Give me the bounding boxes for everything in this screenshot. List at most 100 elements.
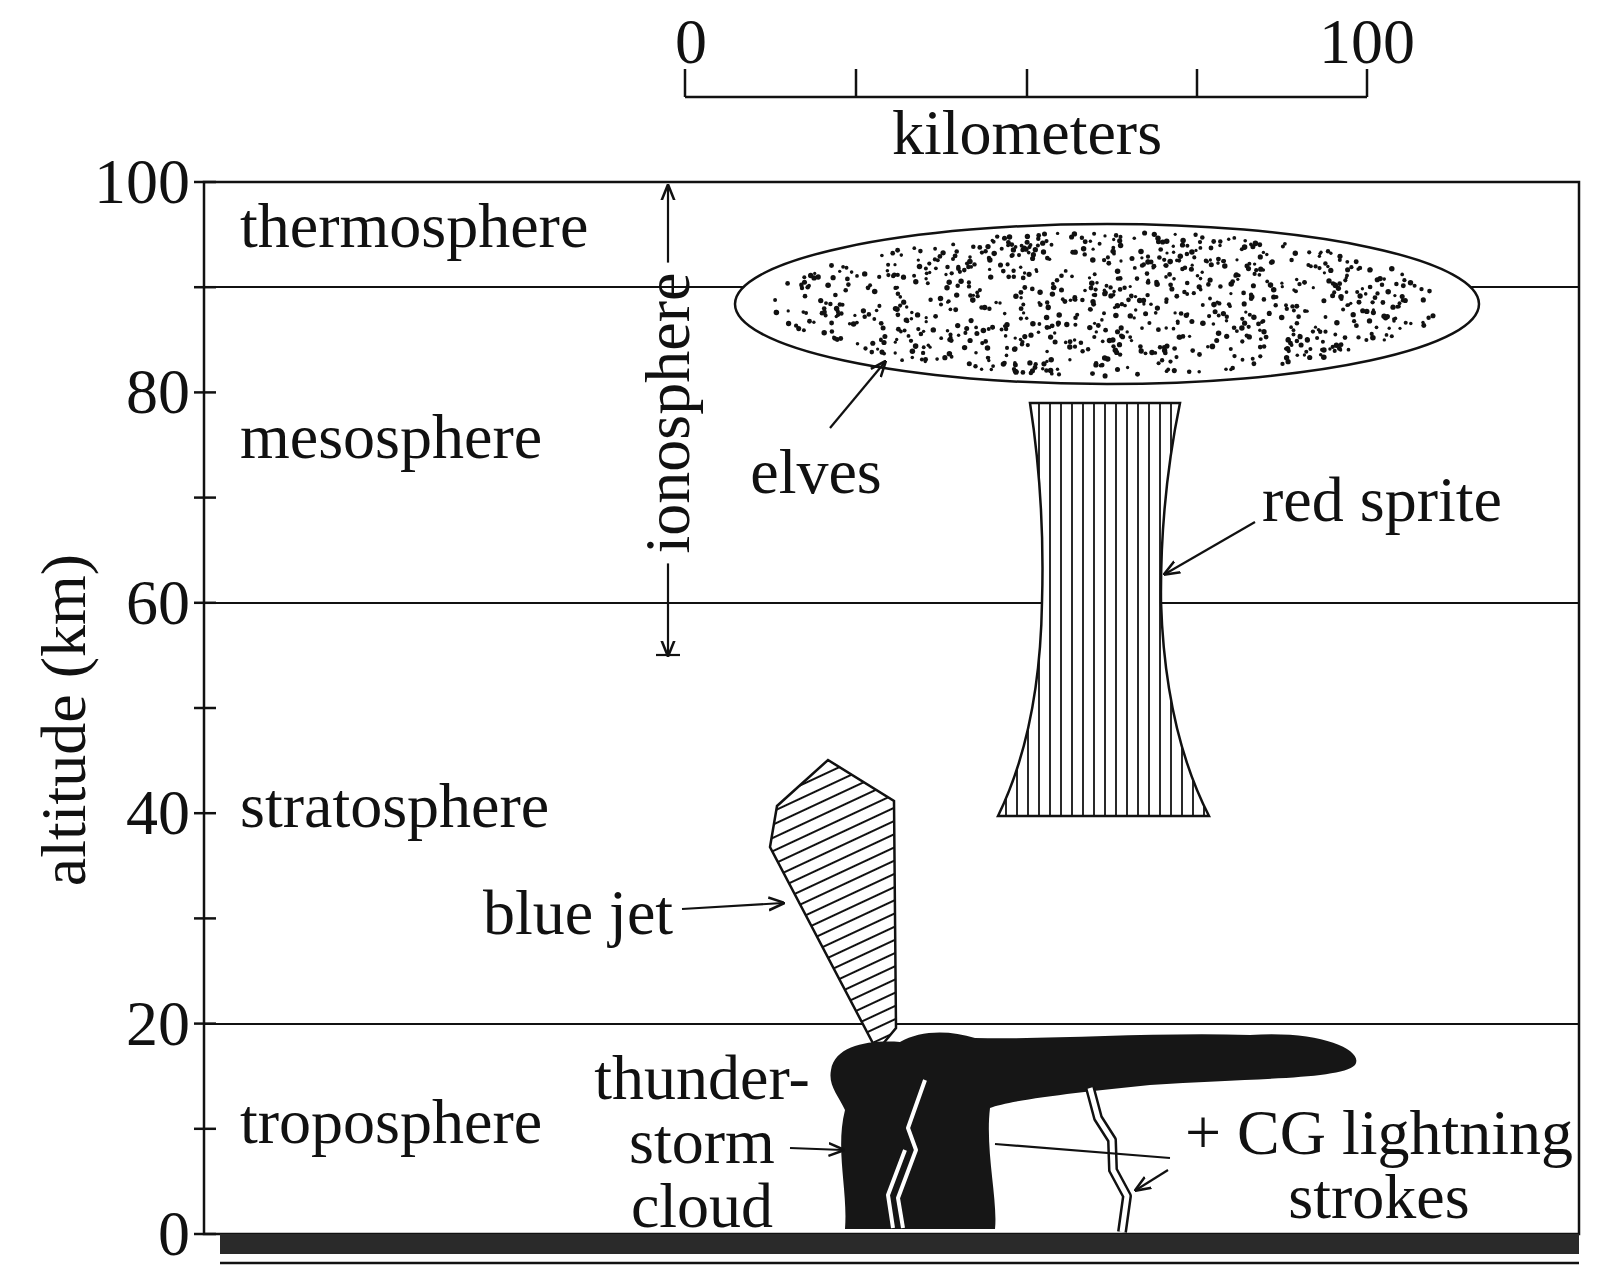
elves-dot [877, 304, 881, 308]
elves-dot [1114, 233, 1119, 238]
scale-tick [1196, 69, 1199, 97]
elves-dot [1005, 354, 1009, 358]
elves-dot [917, 258, 920, 261]
elves-dot [1189, 267, 1194, 272]
elves-dot [1400, 273, 1404, 277]
elves-dot [1158, 345, 1162, 349]
elves-dot [1304, 350, 1308, 354]
elves-dot [836, 312, 840, 316]
elves-dot [971, 245, 976, 250]
elves-dot [1351, 312, 1356, 317]
elves-dot [1281, 285, 1284, 288]
elves-dot [968, 255, 972, 259]
elves-dot [1184, 313, 1189, 318]
elves-dot [1056, 368, 1059, 371]
elves-dot [1126, 297, 1131, 302]
altitude-number: 80 [126, 355, 190, 429]
elves-dot [1093, 272, 1097, 276]
elves-dot [1421, 297, 1426, 302]
elves-dot [835, 337, 840, 342]
elves-dot [1059, 273, 1064, 278]
elves-dot [1096, 323, 1101, 328]
elves-dot [1095, 330, 1098, 333]
elves-dot [855, 274, 859, 278]
elves-dot [1241, 358, 1245, 362]
elves-dot [1012, 346, 1017, 351]
elves-dot [967, 284, 971, 288]
elves-dot [1123, 304, 1127, 308]
elves-dot [995, 234, 999, 238]
elves-dot [924, 360, 927, 363]
elves-dot [1108, 285, 1112, 289]
elves-dot [1142, 262, 1146, 266]
elves-dot [1430, 313, 1435, 318]
boundary-line [204, 602, 1579, 604]
elves-dot [1128, 313, 1133, 318]
elves-dot [1021, 276, 1026, 281]
elves-dot [990, 368, 993, 371]
elves-dot [1151, 264, 1156, 269]
elves-dot [913, 279, 918, 284]
elves-dot [1006, 262, 1010, 266]
elves-dot [1262, 344, 1266, 348]
elves-dot [1193, 233, 1197, 237]
elves-dot [1284, 355, 1289, 360]
elves-dot [1189, 249, 1195, 255]
elves-dot [998, 262, 1003, 267]
elves-dot [1083, 289, 1087, 293]
elves-dot [845, 266, 849, 270]
elves-dot [1021, 303, 1025, 307]
elves-dot [1073, 323, 1077, 327]
elves-dot [1375, 291, 1379, 295]
elves-dot [1244, 310, 1247, 313]
elves-dot [1154, 282, 1160, 288]
elves-dot [1345, 303, 1349, 307]
elves-dot [1187, 369, 1192, 374]
elves-dot [983, 339, 988, 344]
elves-dot [1338, 258, 1342, 262]
elves-dot [944, 273, 947, 276]
elves-dot [818, 298, 823, 303]
elves-dot [1289, 258, 1293, 262]
elves-dot [1149, 260, 1154, 265]
elves-dot [1147, 279, 1150, 282]
elves-dot [1000, 328, 1004, 332]
elves-dot [1326, 265, 1329, 268]
elves-dot [931, 327, 936, 332]
elves-dot [1145, 271, 1150, 276]
altitude-number: 60 [126, 566, 190, 640]
elves-dot [879, 321, 884, 326]
elves-dot [1167, 259, 1173, 265]
elves-dot [841, 265, 845, 269]
elves-dot [1090, 257, 1096, 263]
elves-dot [1345, 276, 1348, 279]
elves-dot [1241, 291, 1246, 296]
elves-dot [1160, 358, 1164, 362]
elves-dot [900, 253, 904, 257]
elves-dot [1249, 243, 1253, 247]
elves-dot [974, 326, 978, 330]
elves-dot [1025, 234, 1030, 239]
altitude-tick [194, 707, 216, 710]
elves-dot [910, 311, 914, 315]
elves-dot [1180, 267, 1184, 271]
elves-dot [1409, 322, 1412, 325]
phenomenon-label: blue jet [483, 876, 673, 950]
elves-dot [1091, 248, 1094, 251]
elves-dot [845, 276, 850, 281]
elves-dot [1088, 307, 1093, 312]
elves-dot [1135, 276, 1140, 281]
elves-dot [991, 325, 995, 329]
elves-dot [1209, 246, 1214, 251]
elves-dot [1323, 271, 1326, 274]
elves-dot [1126, 366, 1129, 369]
range-end-tick [656, 654, 680, 656]
elves-dot [1118, 243, 1123, 248]
elves-dot [1307, 355, 1312, 360]
elves-dot [1371, 310, 1376, 315]
elves-dot [912, 274, 916, 278]
elves-dot [802, 275, 806, 279]
elves-dot [1003, 312, 1007, 316]
cg-stroke-outline [1090, 1088, 1127, 1232]
elves-dot [1130, 339, 1133, 342]
